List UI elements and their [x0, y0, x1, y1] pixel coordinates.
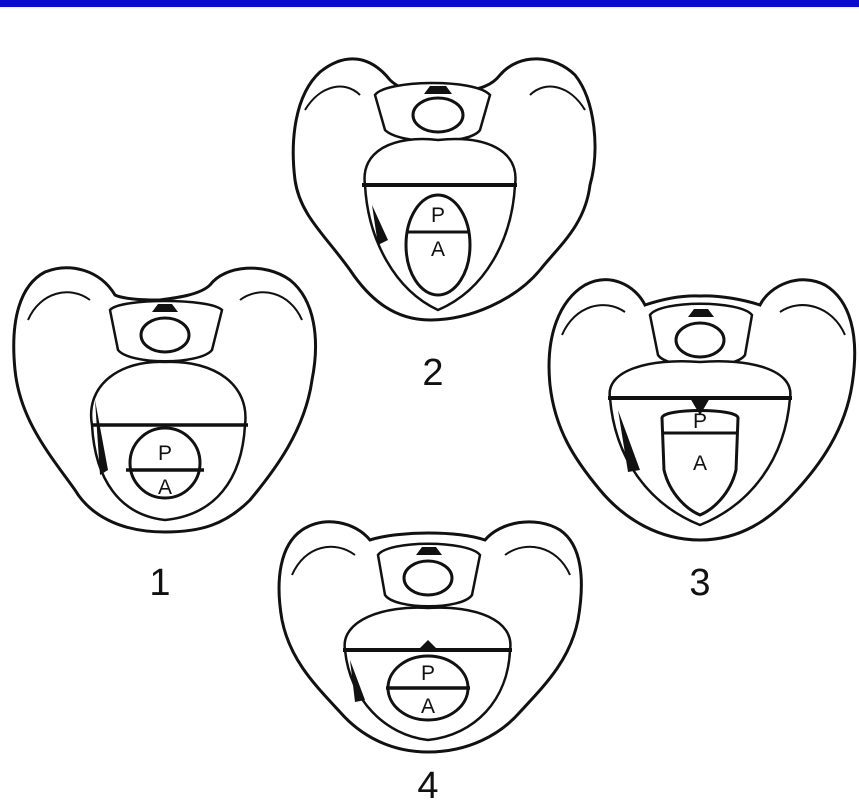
- figure-3-p-label: P: [693, 410, 707, 433]
- pelvis-figure-3: P A: [549, 280, 855, 540]
- figure-2-a-label: A: [431, 238, 445, 261]
- pelvis-figure-2: P A: [293, 59, 595, 320]
- figure-4-p-label: P: [421, 662, 435, 685]
- figure-4-number: 4: [417, 765, 438, 805]
- figure-1-p-label: P: [158, 442, 172, 465]
- figure-2-p-label: P: [431, 204, 445, 227]
- figure-3-number: 3: [689, 562, 710, 604]
- figure-4-a-label: A: [421, 695, 435, 718]
- pelvis-figure-1: P A: [14, 268, 316, 532]
- figure-1-number: 1: [149, 562, 170, 604]
- figure-1-a-label: A: [158, 476, 172, 499]
- figure-2-number: 2: [422, 352, 443, 394]
- pelvis-figure-4: P A: [279, 522, 581, 752]
- figure-3-a-label: A: [693, 452, 707, 475]
